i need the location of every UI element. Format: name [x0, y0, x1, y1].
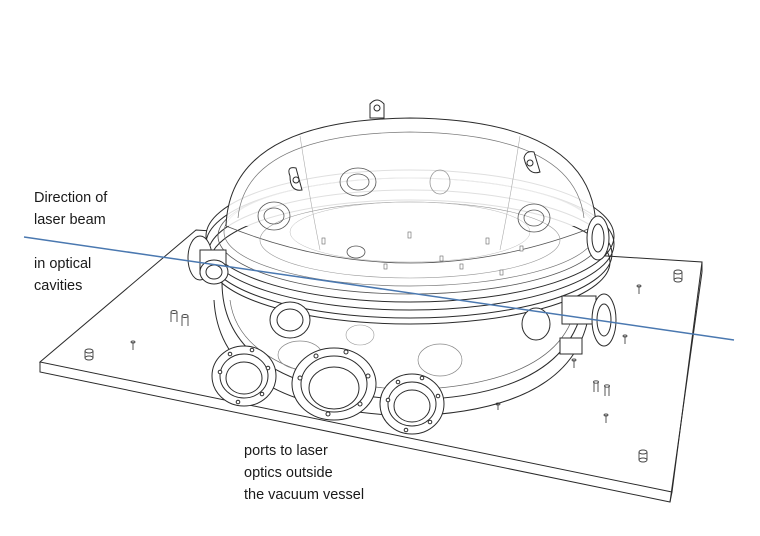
dome-lid	[225, 117, 597, 279]
optics-ports-line-2: optics outside	[244, 465, 333, 481]
flange-bolts	[321, 231, 524, 276]
lifting-eyes	[288, 99, 541, 191]
optical-cavities-label: in optical cavities	[34, 253, 91, 297]
mounting-pins	[84, 269, 683, 463]
beam-direction-label: Direction of laser beam	[34, 187, 107, 231]
optics-port-center	[291, 347, 377, 421]
optics-port-left	[211, 345, 277, 407]
beam-direction-line-1: Direction of	[34, 190, 108, 206]
beam-direction-line-2: laser beam	[34, 212, 106, 228]
optics-ports-label: ports to laser optics outside the vacuum…	[244, 440, 364, 506]
right-side-ports	[521, 215, 617, 355]
optical-cavities-line-1: in optical	[34, 256, 92, 272]
optical-cavities-line-2: cavities	[34, 278, 83, 294]
optics-ports-line-1: ports to laser	[244, 443, 328, 459]
dome-viewports	[257, 167, 551, 259]
optics-port-right	[379, 373, 445, 435]
optics-ports-line-3: the vacuum vessel	[244, 487, 365, 503]
laser-beam-line	[23, 236, 735, 341]
front-optics-ports	[211, 345, 445, 435]
lower-viewport	[269, 301, 311, 339]
